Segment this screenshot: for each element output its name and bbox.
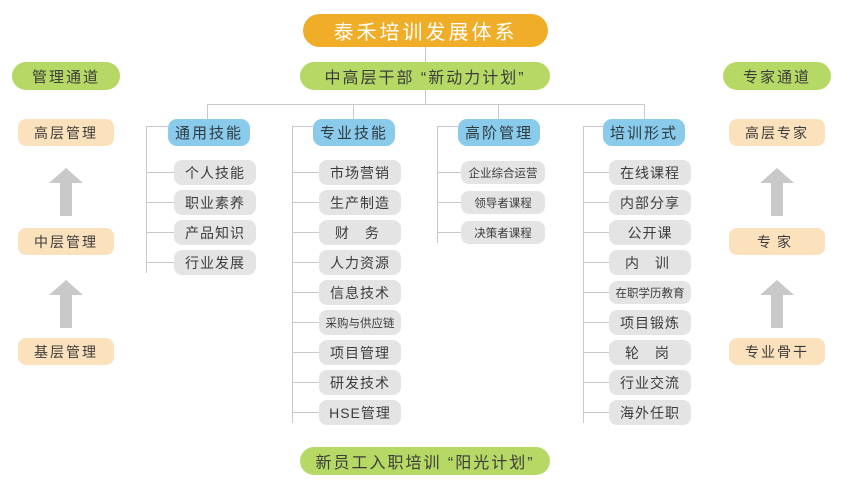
leaf-1-2[interactable]: 财 务 (319, 220, 401, 245)
diagram-title: 泰禾培训发展体系 (303, 14, 548, 47)
left-track-level-0: 高层管理 (18, 119, 114, 146)
right-track-arrow-up-1 (760, 168, 794, 216)
column-header-2[interactable]: 高阶管理 (458, 119, 540, 146)
right-track-arrow-up-2 (760, 280, 794, 328)
branch-3-8 (583, 412, 609, 413)
branch-3-2 (583, 232, 609, 233)
diagram-subtitle: 中高层干部 “新动力计划” (300, 62, 550, 90)
leaf-1-0[interactable]: 市场营销 (319, 160, 401, 185)
branch-3-7 (583, 382, 609, 383)
right-track-level-1: 专家 (729, 228, 825, 255)
leaf-3-2[interactable]: 公开课 (609, 220, 691, 245)
branch-1-2 (292, 232, 319, 233)
branch-3-6 (583, 352, 609, 353)
left-track-level-1: 中层管理 (18, 228, 114, 255)
branch-1-0 (292, 172, 319, 173)
branch-3-1 (583, 202, 609, 203)
column-spine-3 (583, 126, 584, 423)
connector-drop-col-2 (353, 104, 354, 119)
branch-2-0 (437, 172, 461, 173)
column-spine-1 (292, 126, 293, 423)
branch-1-6 (292, 352, 319, 353)
column-spine-stub-2 (437, 126, 458, 127)
branch-1-3 (292, 262, 319, 263)
column-spine-0 (146, 126, 147, 273)
branch-0-0 (146, 172, 174, 173)
leaf-3-8[interactable]: 海外任职 (609, 400, 691, 425)
column-header-3[interactable]: 培训形式 (603, 119, 685, 146)
leaf-1-7[interactable]: 研发技术 (319, 370, 401, 395)
leaf-2-2[interactable]: 决策者课程 (461, 221, 545, 244)
leaf-3-0[interactable]: 在线课程 (609, 160, 691, 185)
leaf-0-1[interactable]: 职业素养 (174, 190, 256, 215)
branch-2-2 (437, 232, 461, 233)
connector-drop-col-3 (498, 104, 499, 119)
left-track-arrow-up-1 (49, 168, 83, 216)
left-track-arrow-up-2 (49, 280, 83, 328)
branch-2-1 (437, 202, 461, 203)
left-track-level-2: 基层管理 (18, 338, 114, 365)
right-track-level-0: 高层专家 (729, 119, 825, 146)
right-track-level-2: 专业骨干 (729, 338, 825, 365)
connector-subtitle-stem (425, 90, 426, 104)
leaf-2-0[interactable]: 企业综合运营 (461, 161, 545, 184)
branch-1-4 (292, 292, 319, 293)
leaf-1-6[interactable]: 项目管理 (319, 340, 401, 365)
leaf-3-4[interactable]: 在职学历教育 (609, 281, 691, 304)
leaf-1-8[interactable]: HSE管理 (319, 400, 401, 425)
branch-3-0 (583, 172, 609, 173)
branch-1-5 (292, 322, 319, 323)
column-header-0[interactable]: 通用技能 (168, 119, 250, 146)
leaf-0-3[interactable]: 行业发展 (174, 250, 256, 275)
branch-1-1 (292, 202, 319, 203)
leaf-0-0[interactable]: 个人技能 (174, 160, 256, 185)
branch-0-3 (146, 262, 174, 263)
leaf-3-3[interactable]: 内 训 (609, 250, 691, 275)
column-spine-2 (437, 126, 438, 243)
leaf-3-1[interactable]: 内部分享 (609, 190, 691, 215)
leaf-0-2[interactable]: 产品知识 (174, 220, 256, 245)
branch-3-5 (583, 322, 609, 323)
column-spine-stub-3 (583, 126, 603, 127)
branch-1-8 (292, 412, 319, 413)
column-header-1[interactable]: 专业技能 (313, 119, 395, 146)
branch-0-2 (146, 232, 174, 233)
connector-distribution-bar (207, 104, 644, 105)
leaf-1-1[interactable]: 生产制造 (319, 190, 401, 215)
column-spine-stub-0 (146, 126, 168, 127)
branch-0-1 (146, 202, 174, 203)
leaf-1-5[interactable]: 采购与供应链 (319, 310, 401, 335)
right-track-header: 专家通道 (723, 62, 831, 90)
leaf-1-4[interactable]: 信息技术 (319, 280, 401, 305)
branch-3-3 (583, 262, 609, 263)
leaf-3-5[interactable]: 项目锻炼 (609, 310, 691, 335)
connector-title-to-subtitle (425, 47, 426, 62)
connector-drop-col-1 (207, 104, 208, 119)
connector-drop-col-4 (644, 104, 645, 119)
leaf-3-7[interactable]: 行业交流 (609, 370, 691, 395)
column-spine-stub-1 (292, 126, 313, 127)
leaf-3-6[interactable]: 轮 岗 (609, 340, 691, 365)
leaf-2-1[interactable]: 领导者课程 (461, 191, 545, 214)
branch-3-4 (583, 292, 609, 293)
diagram-footer: 新员工入职培训 “阳光计划” (300, 447, 550, 475)
left-track-header: 管理通道 (12, 62, 120, 90)
branch-1-7 (292, 382, 319, 383)
leaf-1-3[interactable]: 人力资源 (319, 250, 401, 275)
